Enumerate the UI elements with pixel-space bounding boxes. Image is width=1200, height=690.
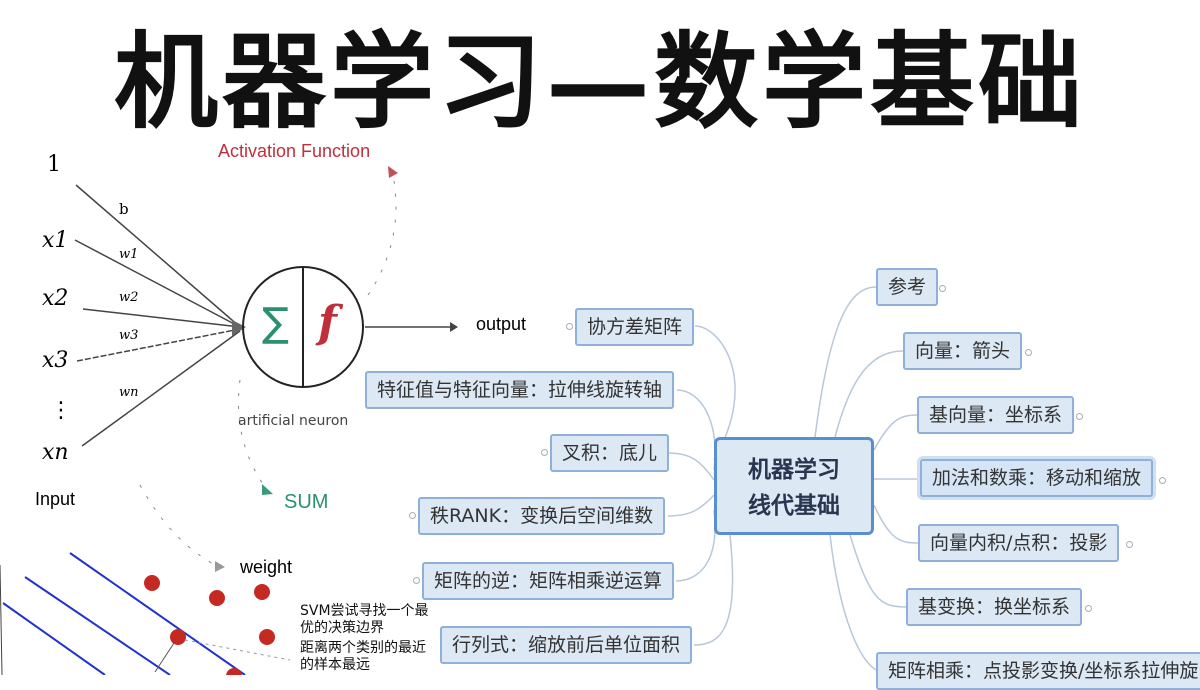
node-reference[interactable]: 参考 [876,268,939,306]
input-ellipsis: ⋮ [50,398,72,423]
collapse-toggle[interactable] [409,512,416,519]
output-label: output [476,314,527,334]
neuron-label: artificial neuron [238,413,349,429]
weight-w3: w3 [119,328,139,343]
input-label: Input [35,489,76,509]
node-vector[interactable]: 向量：箭头 [903,332,1023,370]
collapse-toggle[interactable] [541,449,548,456]
collapse-toggle[interactable] [1025,349,1032,356]
node-determinant[interactable]: 行列式：缩放前后单位面积 [440,626,693,664]
weight-wn: wn [119,385,139,400]
collapse-toggle[interactable] [1085,605,1092,612]
input-x2: x2 [42,286,69,311]
node-basis-vector[interactable]: 基向量：坐标系 [917,396,1075,434]
page-title: 机器学习—数学基础 [113,20,1086,143]
node-eigen[interactable]: 特征值与特征向量：拉伸线旋转轴 [365,371,675,409]
central-topic[interactable]: 机器学习 线代基础 [714,437,874,535]
weight-label: weight [240,557,293,577]
collapse-toggle[interactable] [939,285,946,292]
node-inverse[interactable]: 矩阵的逆：矩阵相乘逆运算 [422,562,675,600]
diagram-lines [0,166,920,675]
collapse-toggle[interactable] [1159,477,1166,484]
collapse-toggle[interactable] [566,323,573,330]
node-change-of-basis[interactable]: 基变换：换坐标系 [906,588,1083,626]
svm-caption-1: SVM尝试寻找一个最优的决策边界 [300,603,429,636]
sum-label: SUM [284,491,329,513]
node-cross-product[interactable]: 叉积：底儿 [550,434,670,472]
weight-w2: w2 [119,290,139,305]
central-topic-line1: 机器学习 [748,457,840,483]
node-matrix-multiplication[interactable]: 矩阵相乘：点投影变换/坐标系拉伸旋 [876,652,1200,690]
weight-w1: w1 [119,247,139,262]
node-dot-product[interactable]: 向量内积/点积：投影 [918,524,1120,562]
bias-input: 1 [47,152,61,177]
collapse-toggle[interactable] [1126,541,1133,548]
input-x3: x3 [42,348,69,373]
sum-symbol: ∑ [262,300,289,346]
activation-function-label: Activation Function [218,141,371,161]
node-addition-scaling[interactable]: 加法和数乘：移动和缩放 [920,459,1154,497]
node-covariance-matrix[interactable]: 协方差矩阵 [575,308,695,346]
activation-symbol: f [318,297,337,348]
central-topic-line2: 线代基础 [748,493,840,519]
bias-weight: b [119,200,129,218]
input-xn: xn [42,440,69,465]
collapse-toggle[interactable] [413,577,420,584]
collapse-toggle[interactable] [1076,413,1083,420]
node-rank[interactable]: 秩RANK：变换后空间维数 [418,497,666,535]
svm-caption-2: 距离两个类别的最近的样本最远 [300,640,426,673]
input-x1: x1 [42,228,69,253]
